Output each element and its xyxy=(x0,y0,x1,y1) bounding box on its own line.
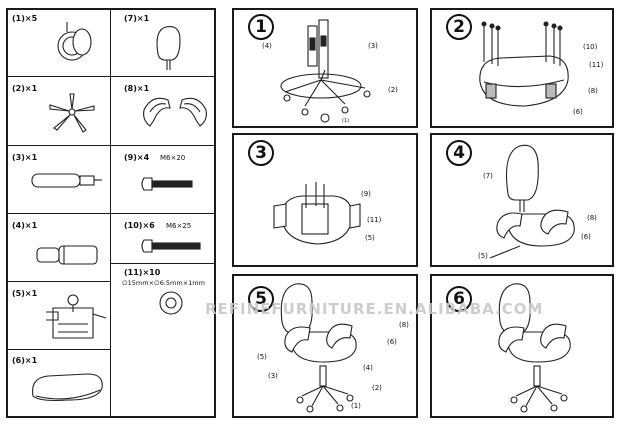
bolt-m6x25-icon xyxy=(141,239,201,253)
step-3-drawing xyxy=(273,182,361,245)
step-3-callout-5: (5) xyxy=(365,234,375,242)
step-4-callout-5: (5) xyxy=(478,252,488,260)
divider xyxy=(111,76,215,77)
step-1-callout-3: (3) xyxy=(368,42,378,50)
part-label-cover: (4)×1 xyxy=(12,221,38,230)
step-2-drawing xyxy=(479,21,569,107)
part-label-backrest: (7)×1 xyxy=(124,14,150,23)
step-5-drawing xyxy=(280,283,357,413)
armrests-icon xyxy=(143,97,207,127)
step-5-callout-4: (4) xyxy=(363,364,373,372)
star-base-icon xyxy=(49,93,95,133)
step-1-drawing xyxy=(280,19,371,123)
part-label-seat: (6)×1 xyxy=(12,356,38,365)
seat-icon xyxy=(32,373,103,402)
step-5-callout-1: (1) xyxy=(351,402,361,410)
step-4-callout-7: (7) xyxy=(483,172,493,180)
step-3-callout-9: (9) xyxy=(361,190,371,198)
step-5-callout-5: (5) xyxy=(257,353,267,361)
caster-wheel-icon xyxy=(57,22,92,61)
step-3-number: 3 xyxy=(248,140,274,166)
washer-icon xyxy=(159,291,183,315)
step-4-number: 4 xyxy=(446,140,472,166)
parts-divider xyxy=(110,9,111,417)
step-4-callout-6: (6) xyxy=(581,233,591,241)
part-spec-washer: ∅15mm×∅6.5mm×1mm xyxy=(122,279,205,287)
divider xyxy=(7,349,110,350)
seat-mechanism-icon xyxy=(46,294,107,339)
part-spec-bolt-25: M6×25 xyxy=(166,222,192,230)
step-3-callout-11: (11) xyxy=(367,216,382,224)
step-5-callout-2: (2) xyxy=(372,384,382,392)
step-1-callout-1: (1) xyxy=(342,118,350,124)
step-1-number: 1 xyxy=(248,14,274,40)
divider xyxy=(111,213,215,214)
bolt-m6x20-icon xyxy=(141,177,193,191)
step-6-number: 6 xyxy=(446,286,472,312)
gas-lift-icon xyxy=(31,173,102,188)
divider xyxy=(7,145,110,146)
step-2-callout-10: (10) xyxy=(583,43,598,51)
step-6-drawing xyxy=(498,283,571,413)
part-label-armrests: (8)×1 xyxy=(124,84,150,93)
part-spec-bolt-20: M6×20 xyxy=(160,154,186,162)
divider xyxy=(7,281,110,282)
step-2-callout-6: (6) xyxy=(573,108,583,116)
step-5-callout-3: (3) xyxy=(268,372,278,380)
part-label-caster: (1)×5 xyxy=(12,14,38,23)
backrest-icon xyxy=(156,25,181,70)
step-5-callout-6: (6) xyxy=(387,338,397,346)
step-4-callout-8: (8) xyxy=(587,214,597,222)
part-label-bolt-20: (9)×4 xyxy=(124,153,150,162)
watermark: REFINEFURNITURE.EN.ALIBABA.COM xyxy=(205,300,544,318)
step-5-callout-8: (8) xyxy=(399,321,409,329)
step-1-callout-4: (4) xyxy=(262,42,272,50)
step-2-number: 2 xyxy=(446,14,472,40)
part-label-gas-lift: (3)×1 xyxy=(12,153,38,162)
part-label-bolt-25: (10)×6 xyxy=(124,221,155,230)
step-4-drawing xyxy=(489,144,575,259)
gas-lift-cover-icon xyxy=(36,245,98,265)
part-label-mechanism: (5)×1 xyxy=(12,289,38,298)
part-label-washer: (11)×10 xyxy=(124,268,161,277)
divider xyxy=(111,263,215,264)
step-2-callout-11: (11) xyxy=(589,61,604,69)
divider xyxy=(111,145,215,146)
divider xyxy=(7,76,110,77)
part-label-base: (2)×1 xyxy=(12,84,38,93)
step-5-number: 5 xyxy=(248,286,274,312)
step-1-callout-2: (2) xyxy=(388,86,398,94)
divider xyxy=(7,213,110,214)
step-2-callout-8: (8) xyxy=(588,87,598,95)
